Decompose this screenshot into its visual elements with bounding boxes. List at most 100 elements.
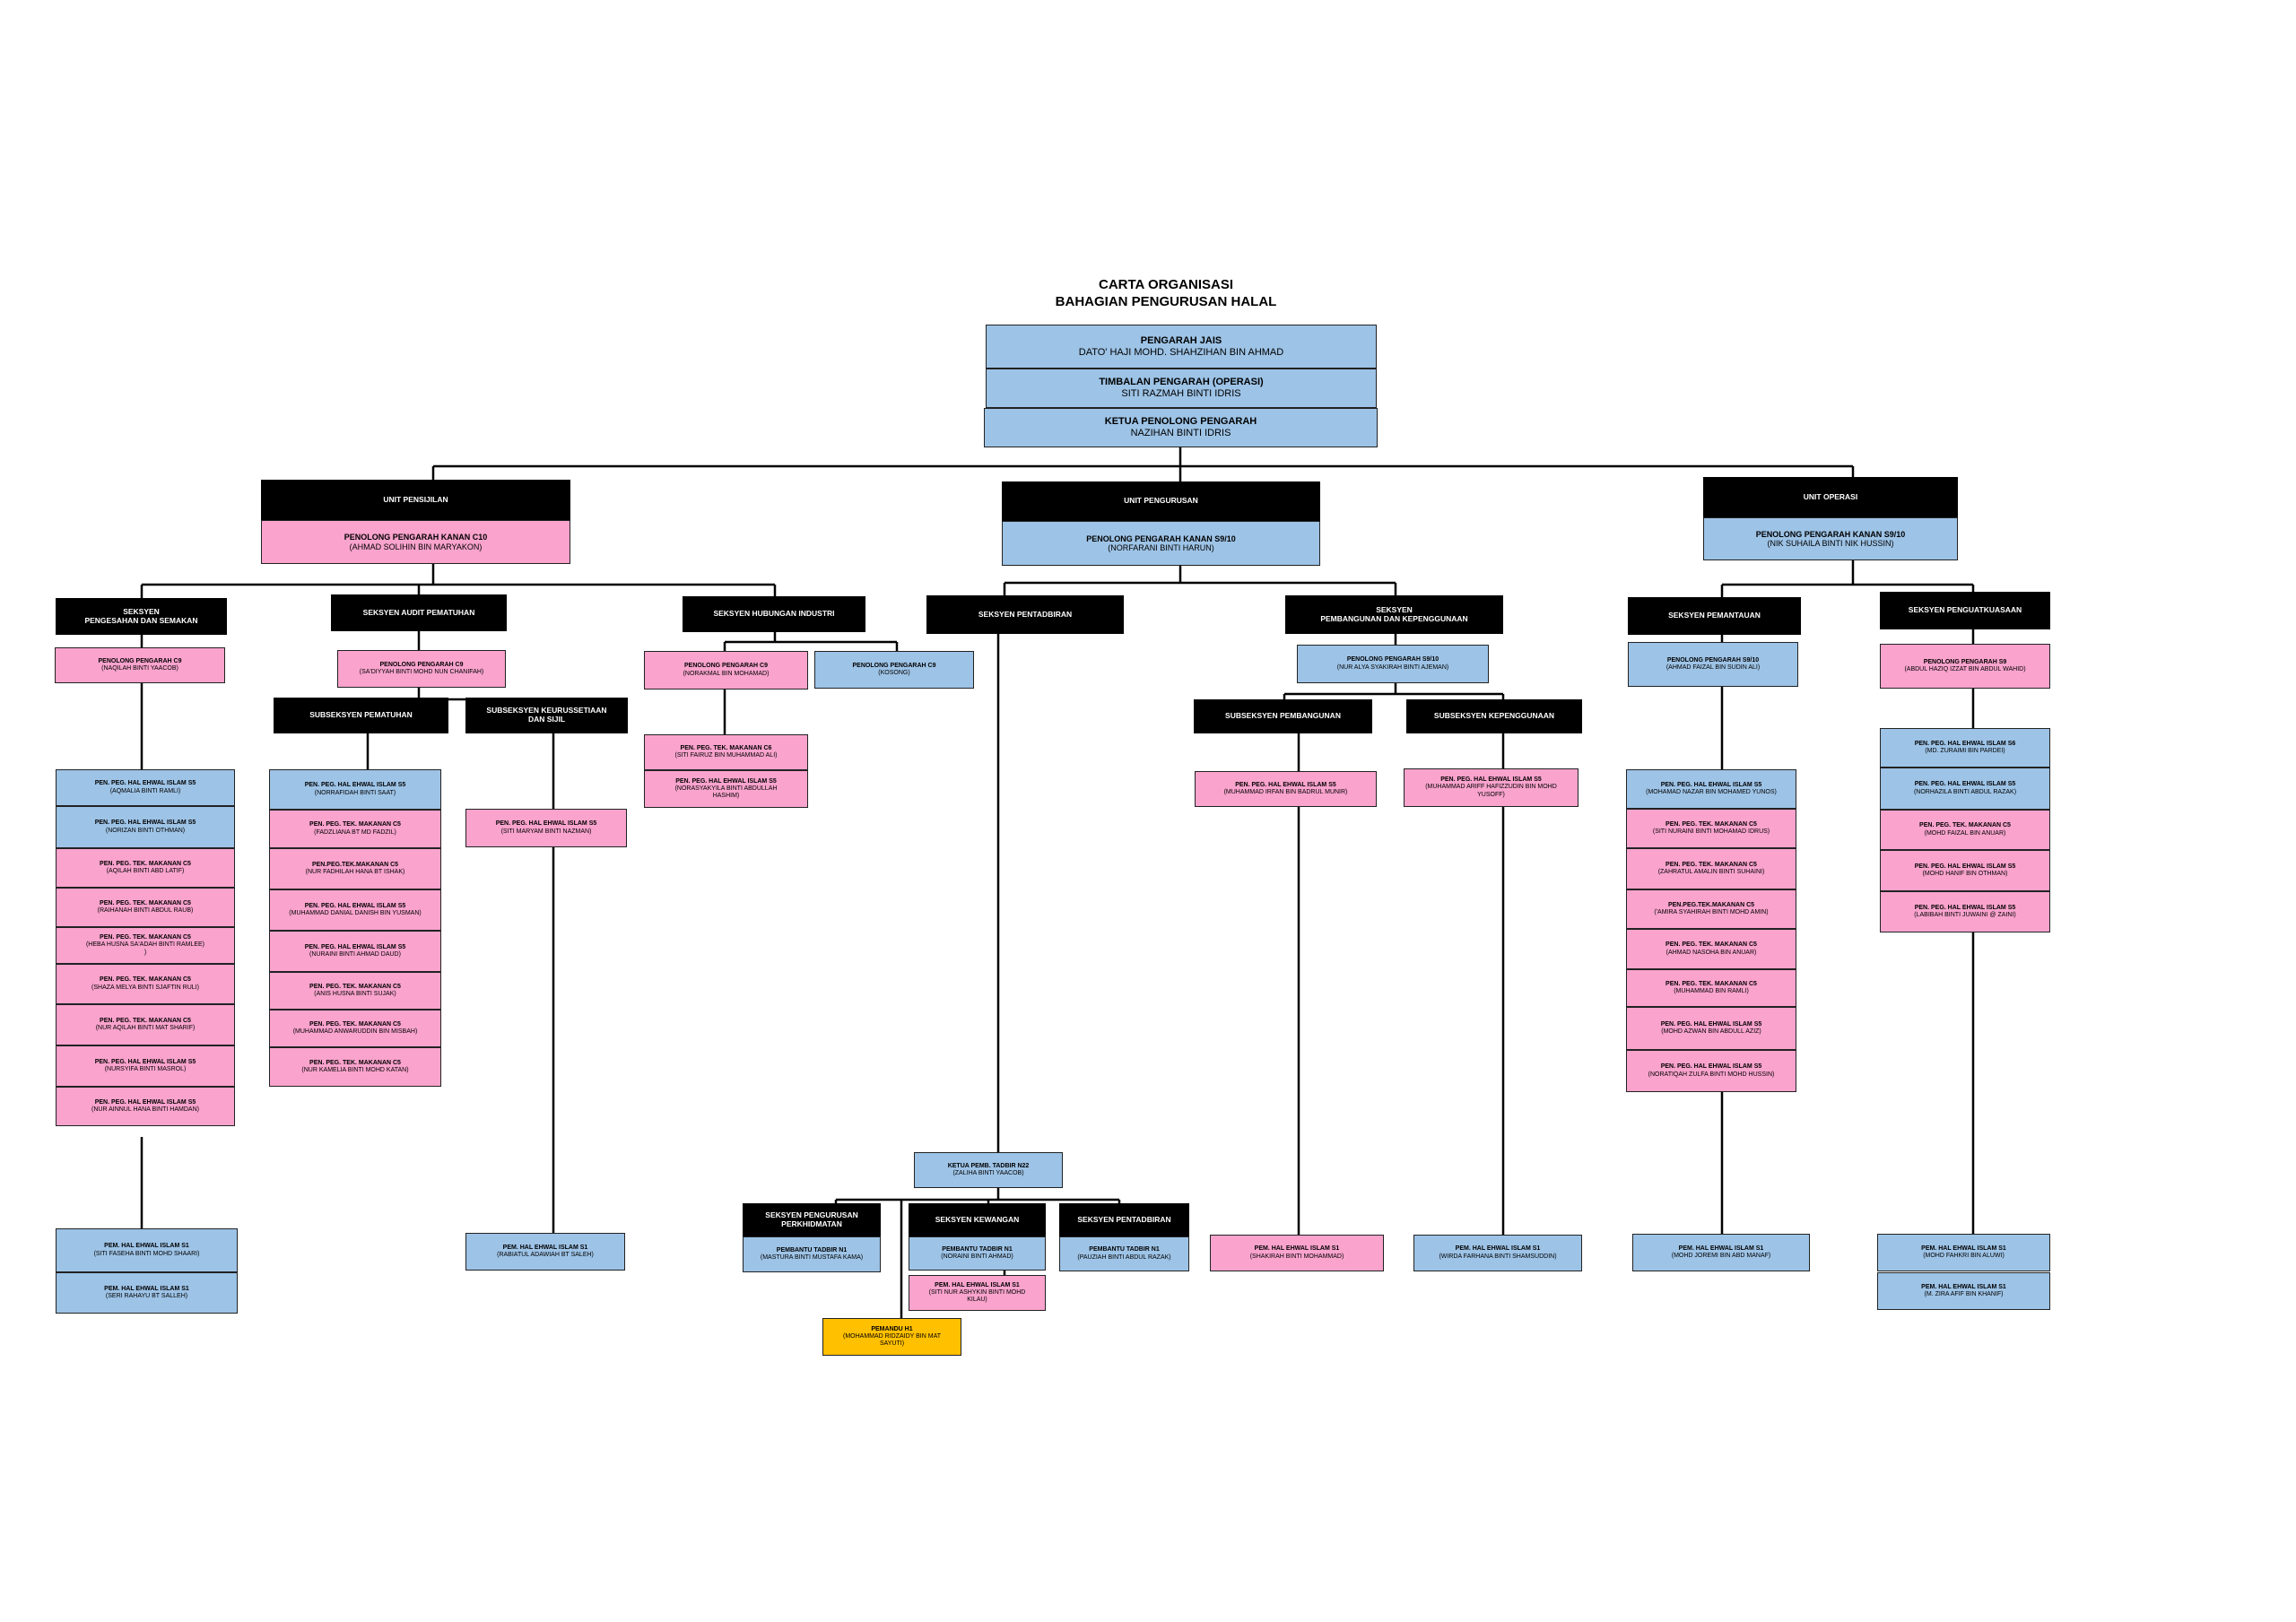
pemantauan-staff-5-name: (AHMAD NASOHA BIN ANUAR)	[1665, 949, 1757, 956]
pensijilan-head-box-name: (AHMAD SOLIHIN BIN MARYAKON)	[349, 542, 483, 551]
unit-operasi-header: UNIT OPERASI	[1703, 477, 1958, 517]
pentadbiran2-staff-name: (PAUZIAH BINTI ABDUL RAZAK)	[1077, 1253, 1171, 1261]
penguatkuasaan-staff-3-title: PEN. PEG. TEK. MAKANAN C5	[1919, 822, 2011, 829]
unit-pengurusan-header: UNIT PENGURUSAN	[1002, 481, 1320, 521]
pembangunan-head-box: PENOLONG PENGARAH S9/10(NUR ALYA SYAKIRA…	[1297, 645, 1489, 683]
pembangunan-head-box-name: (NUR ALYA SYAKIRAH BINTI AJEMAN)	[1336, 664, 1449, 671]
pematuhan-staff-5-title: PEN. PEG. HAL EHWAL ISLAM S5	[304, 943, 406, 950]
pematuhan-staff-2-name: (FADZLIANA BT MD FADZIL)	[314, 828, 396, 836]
pembangunan-bottom-title: PEM. HAL EHWAL ISLAM S1	[1254, 1245, 1340, 1253]
seksyen-pentadbiran2-header: SEKSYEN PENTADBIRAN	[1059, 1203, 1189, 1236]
seksyen-pentadbiran-header: SEKSYEN PENTADBIRAN	[926, 595, 1124, 634]
unit-pengurusan-header-label: UNIT PENGURUSAN	[1124, 496, 1198, 506]
pengesahan-staff-7-title: PEN. PEG. TEK. MAKANAN C5	[100, 1017, 191, 1024]
pemantauan-staff-2-title: PEN. PEG. TEK. MAKANAN C5	[1665, 820, 1757, 828]
pengesahan-staff-8-name: (NURSYIFA BINTI MASROL)	[104, 1066, 187, 1072]
chart-title-line1: CARTA ORGANISASI	[1099, 277, 1233, 292]
pematuhan-staff-7-title: PEN. PEG. TEK. MAKANAN C5	[309, 1020, 401, 1028]
seksyen-audit-header: SEKSYEN AUDIT PEMATUHAN	[331, 594, 507, 631]
pengesahan-staff-2-title: PEN. PEG. HAL EHWAL ISLAM S5	[94, 820, 196, 827]
pengesahan-staff-2-name: (NORIZAN BINTI OTHMAN)	[105, 827, 186, 834]
seksyen-penguatkuasaan-header: SEKSYEN PENGUATKUASAAN	[1880, 592, 2050, 629]
timbalan-box: TIMBALAN PENGARAH (OPERASI)SITI RAZMAH B…	[986, 369, 1377, 408]
pemantauan-staff-6-title: PEN. PEG. TEK. MAKANAN C5	[1665, 980, 1757, 987]
seksyen-pentadbiran2-header-label: SEKSYEN PENTADBIRAN	[1077, 1214, 1171, 1224]
operasi-head-box-title: PENOLONG PENGARAH KANAN S9/10	[1755, 529, 1906, 539]
pematuhan-staff-4-title: PEN. PEG. HAL EHWAL ISLAM S5	[304, 902, 406, 909]
pensijilan-head-box: PENOLONG PENGARAH KANAN C10(AHMAD SOLIHI…	[261, 520, 570, 564]
penguatkuasaan-staff-4: PEN. PEG. HAL EHWAL ISLAM S5(MOHD HANIF …	[1880, 850, 2050, 891]
penguatkuasaan-staff-5-title: PEN. PEG. HAL EHWAL ISLAM S5	[1914, 904, 2016, 911]
kewangan-staff-title: PEMBANTU TADBIR N1	[942, 1245, 1013, 1253]
pemantauan-staff-8: PEN. PEG. HAL EHWAL ISLAM S5(NORATIQAH Z…	[1626, 1050, 1796, 1092]
penguatkuasaan-head-box-title: PENOLONG PENGARAH S9	[1923, 658, 2007, 665]
penguatkuasaan-staff-4-title: PEN. PEG. HAL EHWAL ISLAM S5	[1914, 863, 2016, 870]
pematuhan-staff-4-name: (MUHAMMAD DANIAL DANISH BIN YUSMAN)	[289, 910, 422, 916]
subseksyen-pematuhan-header: SUBSEKSYEN PEMATUHAN	[274, 698, 448, 733]
penguatkuasaan-staff-4-name: (MOHD HANIF BIN OTHMAN)	[1922, 871, 2008, 877]
pemantauan-staff-2-name: (SITI NURAINI BINTI MOHAMAD IDRUS)	[1652, 828, 1770, 835]
pengesahan-staff-6: PEN. PEG. TEK. MAKANAN C5(SHAZA MELYA BI…	[56, 964, 235, 1004]
pemantauan-bottom: PEM. HAL EHWAL ISLAM S1(MOHD JOREMI BIN …	[1632, 1234, 1810, 1271]
seksyen-industri-header-label: SEKSYEN HUBUNGAN INDUSTRI	[713, 609, 835, 619]
audit-head-box-title: PENOLONG PENGARAH C9	[379, 661, 464, 668]
industri-head-a-title: PENOLONG PENGARAH C9	[684, 663, 768, 670]
pemantauan-staff-3-name: (ZAHRATUL AMALIN BINTI SUHAINI)	[1657, 869, 1765, 875]
pengesahan-staff-1: PEN. PEG. HAL EHWAL ISLAM S5(AQMALIA BIN…	[56, 769, 235, 806]
penguatkuasaan-bottom-1: PEM. HAL EHWAL ISLAM S1(MOHD FAHKRI BIN …	[1877, 1234, 2050, 1271]
pengesahan-staff-2: PEN. PEG. HAL EHWAL ISLAM S5(NORIZAN BIN…	[56, 806, 235, 848]
pengesahan-staff-3: PEN. PEG. TEK. MAKANAN C5(AQILAH BINTI A…	[56, 848, 235, 888]
seksyen-pemantauan-header: SEKSYEN PEMANTAUAN	[1628, 597, 1801, 635]
keurusetiaan-bottom: PEM. HAL EHWAL ISLAM S1(RABIATUL ADAWIAH…	[465, 1233, 625, 1271]
pematuhan-staff-8-title: PEN. PEG. TEK. MAKANAN C5	[309, 1059, 401, 1066]
pemandu-box-title: PEMANDU H1	[871, 1325, 913, 1332]
keurusetiaan-bottom-title: PEM. HAL EHWAL ISLAM S1	[502, 1244, 588, 1251]
pematuhan-staff-8: PEN. PEG. TEK. MAKANAN C5(NUR KAMELIA BI…	[269, 1047, 441, 1087]
penguatkuasaan-bottom-1-name: (MOHD FAHKRI BIN ALUWI)	[1923, 1253, 2005, 1259]
seksyen-kewangan-header: SEKSYEN KEWANGAN	[909, 1203, 1046, 1236]
pengesahan-head-box: PENOLONG PENGARAH C9(NAQILAH BINTI YAACO…	[55, 647, 225, 683]
industri-staff-1-title: PEN. PEG. TEK. MAKANAN C6	[680, 744, 772, 751]
pemantauan-staff-5: PEN. PEG. TEK. MAKANAN C5(AHMAD NASOHA B…	[1626, 929, 1796, 969]
industri-head-a-name: (NORAKMAL BIN MOHAMAD)	[683, 670, 770, 677]
pematuhan-staff-7: PEN. PEG. TEK. MAKANAN C5(MUHAMMAD ANWAR…	[269, 1010, 441, 1047]
pemantauan-staff-7-title: PEN. PEG. HAL EHWAL ISLAM S5	[1660, 1020, 1762, 1028]
pemantauan-staff-4-name: ('AMIRA SYAHIRAH BINTI MOHD AMIN)	[1654, 909, 1769, 915]
pengesahan-staff-6-title: PEN. PEG. TEK. MAKANAN C5	[100, 976, 191, 984]
pemantauan-staff-7: PEN. PEG. HAL EHWAL ISLAM S5(MOHD AZWAN …	[1626, 1007, 1796, 1050]
subseksyen-pematuhan-header-label: SUBSEKSYEN PEMATUHAN	[309, 710, 413, 720]
seksyen-kewangan-header-label: SEKSYEN KEWANGAN	[935, 1214, 1020, 1224]
pemantauan-staff-1-title: PEN. PEG. HAL EHWAL ISLAM S5	[1660, 781, 1762, 788]
penguatkuasaan-staff-2-title: PEN. PEG. HAL EHWAL ISLAM S5	[1914, 781, 2016, 788]
pengesahan-bottom-2-name: (SERI RAHAYU BT SALLEH)	[105, 1293, 188, 1299]
pengesahan-staff-6-name: (SHAZA MELYA BINTI SJAFTIN RULI)	[91, 984, 199, 991]
ketua-penolong-box-name: NAZIHAN BINTI IDRIS	[1130, 428, 1231, 438]
pematuhan-staff-6: PEN. PEG. TEK. MAKANAN C5(ANIS HUSNA BIN…	[269, 972, 441, 1010]
pengesahan-staff-9-title: PEN. PEG. HAL EHWAL ISLAM S5	[94, 1098, 196, 1106]
pemantauan-staff-6: PEN. PEG. TEK. MAKANAN C5(MUHAMMAD BIN R…	[1626, 969, 1796, 1007]
seksyen-audit-header-label: SEKSYEN AUDIT PEMATUHAN	[362, 607, 475, 617]
penguatkuasaan-staff-3-name: (MOHD FAIZAL BIN ANUAR)	[1924, 829, 2006, 837]
pengesahan-staff-7-name: (NUR AQILAH BINTI MAT SHARIF)	[95, 1025, 196, 1031]
pengesahan-staff-9: PEN. PEG. HAL EHWAL ISLAM S5(NUR AINNUL …	[56, 1087, 235, 1126]
unit-operasi-header-label: UNIT OPERASI	[1803, 491, 1858, 501]
pembangunan-staff: PEN. PEG. HAL EHWAL ISLAM S5(MUHAMMAD IR…	[1195, 771, 1377, 807]
kewangan-staff: PEMBANTU TADBIR N1(NORAINI BINTI AHMAD)	[909, 1236, 1046, 1271]
pemantauan-staff-8-name: (NORATIQAH ZULFA BINTI MOHD HUSSIN)	[1648, 1071, 1775, 1078]
pemantauan-staff-3-title: PEN. PEG. TEK. MAKANAN C5	[1665, 861, 1757, 868]
subseksyen-kepenggunaan-header-label: SUBSEKSYEN KEPENGGUNAAN	[1433, 711, 1555, 721]
pemantauan-staff-4-title: PEN.PEG.TEK.MAKANAN C5	[1667, 901, 1755, 908]
pengesahan-head-box-name: (NAQILAH BINTI YAACOB)	[101, 665, 178, 672]
pembangunan-bottom-name: (SHAKIRAH BINTI MOHAMMAD)	[1249, 1253, 1344, 1260]
kewangan-staff-2-title: PEM. HAL EHWAL ISLAM S1	[935, 1281, 1020, 1288]
penguatkuasaan-staff-3: PEN. PEG. TEK. MAKANAN C5(MOHD FAIZAL BI…	[1880, 810, 2050, 850]
pemantauan-staff-8-title: PEN. PEG. HAL EHWAL ISLAM S5	[1660, 1063, 1762, 1071]
pematuhan-staff-4: PEN. PEG. HAL EHWAL ISLAM S5(MUHAMMAD DA…	[269, 889, 441, 931]
pengesahan-bottom-1-title: PEM. HAL EHWAL ISLAM S1	[104, 1243, 189, 1250]
penguatkuasaan-staff-2: PEN. PEG. HAL EHWAL ISLAM S5(NORHAZILA B…	[1880, 768, 2050, 810]
